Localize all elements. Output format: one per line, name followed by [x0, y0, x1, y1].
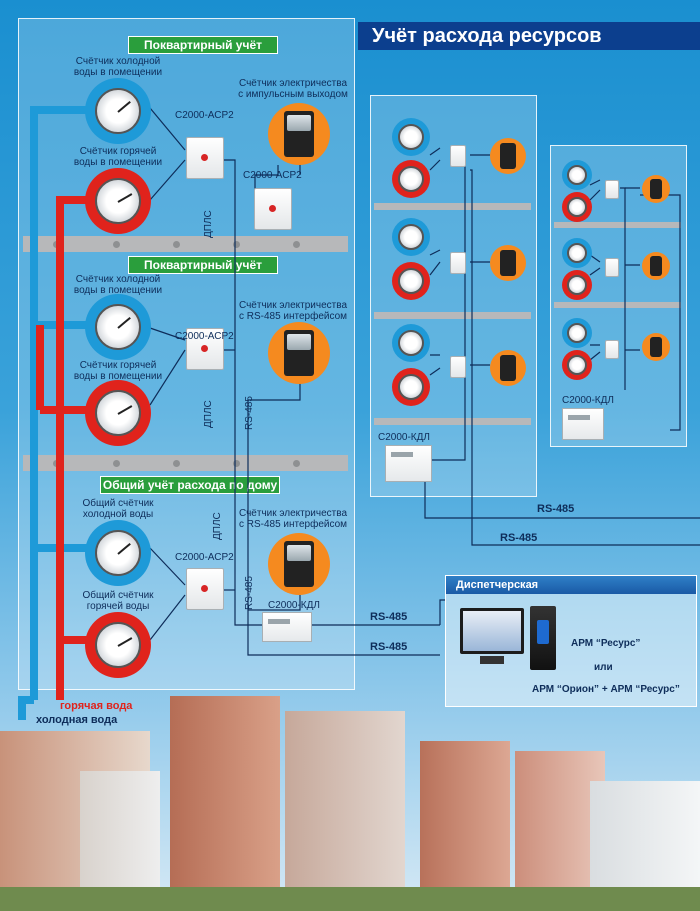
cold-water-label: холодная вода — [36, 714, 118, 726]
caption-elec-pulse: Счётчик электричества с импульсным выход… — [238, 78, 348, 100]
caption-elec-rs485-2: Счётчик электричества с RS-485 интерфейс… — [238, 508, 348, 530]
mid-elec-meter-3 — [490, 350, 526, 386]
label-rs485-4: RS-485 — [370, 641, 408, 653]
right-cold-gauge-2 — [562, 238, 592, 268]
hot-water-gauge-1 — [85, 168, 151, 234]
right-hot-gauge-1 — [562, 192, 592, 222]
right-elec-meter-2 — [642, 252, 670, 280]
caption-elec-rs485-1: Счётчик электричества с RS-485 интерфейс… — [238, 300, 348, 322]
right-asr2-3 — [605, 340, 619, 359]
hot-water-gauge-2 — [85, 380, 151, 446]
right-asr2-1 — [605, 180, 619, 199]
dispatch-title: Диспетчерская — [446, 576, 696, 594]
dispatch-room: Диспетчерская АРМ “Ресурс” или АРМ “Орио… — [445, 575, 697, 707]
label-dpls-3: ДПЛС — [212, 512, 223, 540]
right-cold-gauge-1 — [562, 160, 592, 190]
monitor — [460, 608, 524, 654]
electricity-meter-pulse — [268, 103, 330, 165]
right-elec-meter-1 — [642, 175, 670, 203]
cold-water-gauge-2 — [85, 294, 151, 360]
right-rail-1 — [554, 222, 681, 228]
label-kdl-main: С2000-КДЛ — [268, 600, 320, 611]
label-rs485-1: RS-485 — [537, 503, 575, 515]
mid-asr2-3 — [450, 356, 466, 378]
electricity-meter-rs485-1 — [268, 322, 330, 384]
caption-hot-common: Общий счётчик горячей воды — [82, 590, 154, 612]
asr2-module-b — [254, 188, 292, 230]
hot-water-label: горячая вода — [60, 700, 133, 712]
label-kdl-mid: С2000-КДЛ — [378, 432, 430, 443]
kdl-right-module — [562, 408, 604, 440]
mid-hot-gauge-3 — [392, 368, 430, 406]
mid-elec-meter-1 — [490, 138, 526, 174]
caption-hot-room-1: Счётчик горячей воды в помещении — [73, 146, 163, 168]
right-asr2-2 — [605, 258, 619, 277]
right-rail-2 — [554, 302, 681, 308]
caption-cold-room-2: Счётчик холодной воды в помещении — [73, 274, 163, 296]
right-hot-gauge-3 — [562, 350, 592, 380]
caption-cold-room-1: Счётчик холодной воды в помещении — [73, 56, 163, 78]
label-asr2-a: С2000-АСР2 — [175, 110, 234, 121]
mid-hot-gauge-2 — [392, 262, 430, 300]
mid-cold-gauge-2 — [392, 218, 430, 256]
label-rs485-2: RS-485 — [500, 532, 538, 544]
page-title: Учёт расхода ресурсов — [358, 22, 700, 50]
mid-rail-1 — [374, 203, 531, 210]
city-skyline — [0, 680, 700, 911]
caption-hot-room-2: Счётчик горячей воды в помещении — [73, 360, 163, 382]
label-asr2-c: С2000-АСР2 — [175, 331, 234, 342]
mid-hot-gauge-1 — [392, 160, 430, 198]
mid-asr2-2 — [450, 252, 466, 274]
cold-water-gauge-common — [85, 520, 151, 586]
monitor-stand — [480, 656, 504, 664]
electricity-meter-rs485-2 — [268, 533, 330, 595]
asr2-module-c — [186, 328, 224, 370]
label-dpls-1: ДПЛС — [203, 210, 214, 238]
mid-cold-gauge-1 — [392, 118, 430, 156]
mid-elec-meter-2 — [490, 245, 526, 281]
label-asr2-b: С2000-АСР2 — [243, 170, 302, 181]
label-kdl-right: С2000-КДЛ — [562, 395, 614, 406]
label-rs485-vertical-1: RS-485 — [244, 396, 255, 430]
section-label-apartment-1: Поквартирный учёт — [128, 36, 278, 54]
mid-rail-2 — [374, 312, 531, 319]
label-rs485-vertical-2: RS-485 — [244, 576, 255, 610]
kdl-main-module — [262, 612, 312, 642]
or-label: или — [594, 662, 613, 673]
right-hot-gauge-2 — [562, 270, 592, 300]
asr2-module-a — [186, 137, 224, 179]
asr2-module-d — [186, 568, 224, 610]
cold-water-gauge-1 — [85, 78, 151, 144]
mid-asr2-1 — [450, 145, 466, 167]
kdl-mid-module — [385, 445, 432, 482]
mid-rail-3 — [374, 418, 531, 425]
caption-cold-common: Общий счётчик холодной воды — [82, 498, 154, 520]
label-rs485-3: RS-485 — [370, 611, 408, 623]
section-label-apartment-2: Поквартирный учёт — [128, 256, 278, 274]
arm-resurs-label: АРМ “Ресурс” — [571, 638, 641, 649]
right-cold-gauge-3 — [562, 318, 592, 348]
hot-water-gauge-common — [85, 612, 151, 678]
label-asr2-d: С2000-АСР2 — [175, 552, 234, 563]
right-elec-meter-3 — [642, 333, 670, 361]
arm-orion-label: АРМ “Орион” + АРМ “Ресурс” — [532, 684, 680, 695]
label-dpls-2: ДПЛС — [203, 400, 214, 428]
mid-cold-gauge-3 — [392, 324, 430, 362]
pc-tower — [530, 606, 556, 670]
